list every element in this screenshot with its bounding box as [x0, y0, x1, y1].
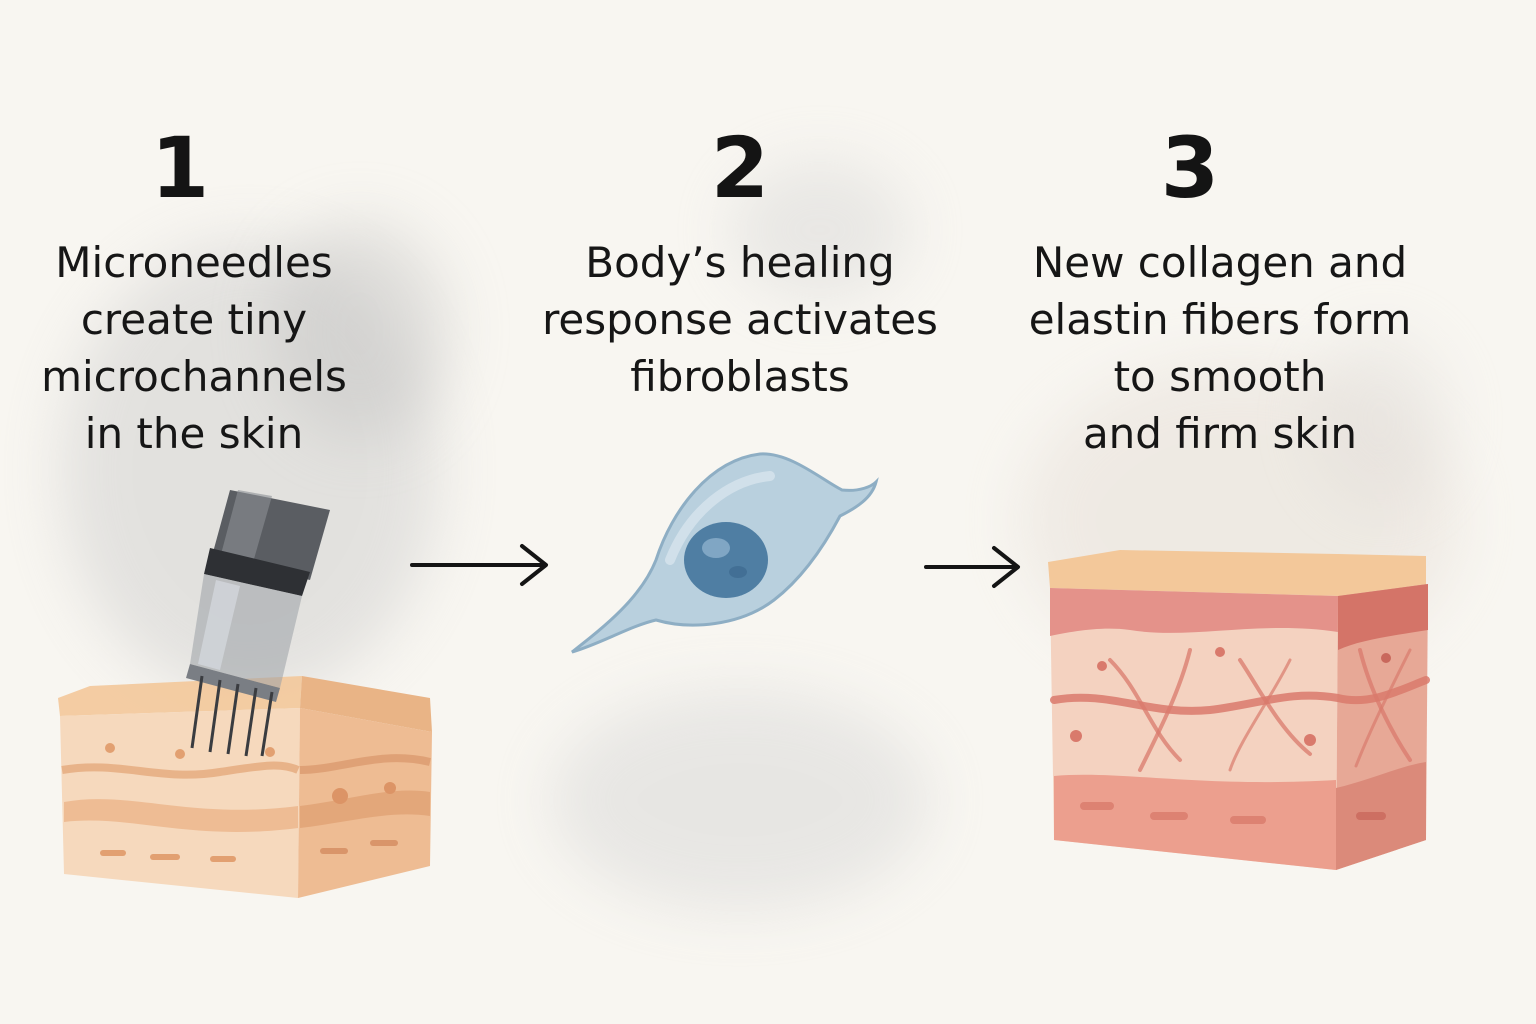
step-2-number: 2 — [710, 119, 770, 217]
collagen-fibers — [1050, 648, 1430, 772]
step-3-caption-line: to smooth — [1113, 352, 1327, 401]
microneedle-pen — [186, 490, 330, 757]
collagen-skin-block-icon — [1048, 550, 1430, 870]
step-1-caption: Microneedles create tiny microchannels i… — [24, 234, 364, 462]
step-1-number: 1 — [150, 119, 210, 217]
step-3-caption: New collagen and elastin fibers form to … — [1000, 234, 1440, 462]
step-2-caption-line: fibroblasts — [630, 352, 850, 401]
right-arrow-icon — [924, 546, 1020, 588]
right-arrow-icon — [410, 544, 548, 586]
step-1-caption-line: Microneedles — [55, 238, 333, 287]
step-2-caption: Body’s healing response activates fibrob… — [510, 234, 970, 405]
step-1-caption-line: in the skin — [84, 409, 304, 458]
step-1-caption-line: microchannels — [41, 352, 347, 401]
step-2-caption-line: Body’s healing — [585, 238, 895, 287]
step-3-caption-line: New collagen and — [1032, 238, 1408, 287]
step-3-caption-line: elastin fibers form — [1028, 295, 1412, 344]
skin-block — [58, 676, 432, 898]
microneedle-pen-on-skin-icon — [58, 490, 432, 898]
step-2-caption-line: response activates — [542, 295, 938, 344]
step-3-caption-line: and firm skin — [1082, 409, 1358, 458]
step-3-number: 3 — [1160, 119, 1220, 217]
fibroblast-cell-icon — [571, 452, 879, 654]
step-1-caption-line: create tiny — [80, 295, 308, 344]
